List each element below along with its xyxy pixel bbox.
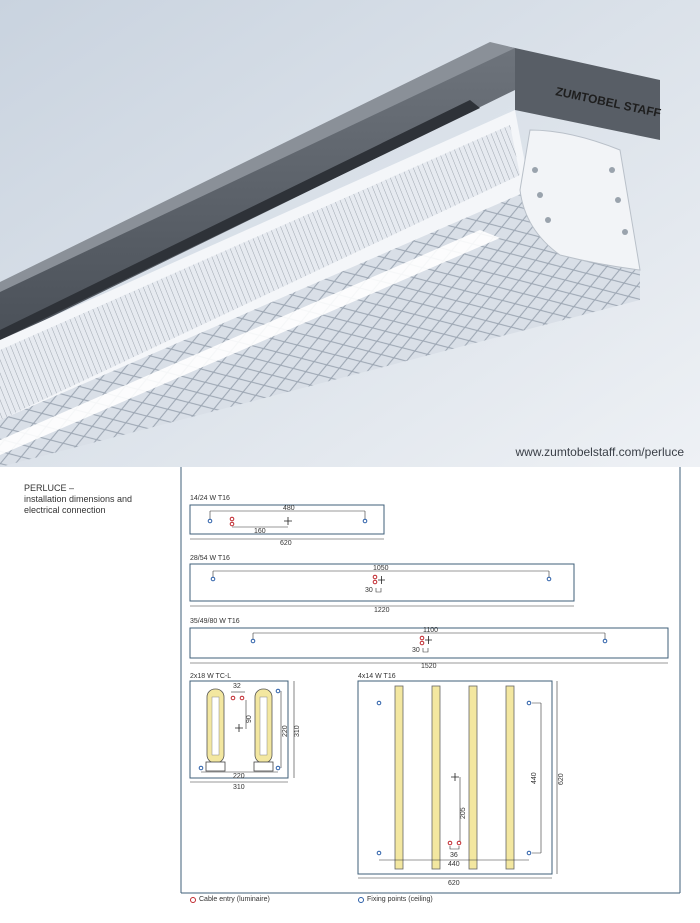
fixing-point	[210, 576, 216, 582]
product-url: www.zumtobelstaff.com/perluce	[515, 445, 684, 459]
cable-entry	[419, 640, 425, 646]
diagram-4x14w-t16: 4x14 W T16 440 620 205 36 440 6	[357, 673, 565, 887]
cable-entry	[456, 840, 462, 846]
diagram-35-49-80w: 35/49/80 W T16 1100 30 1520	[189, 618, 669, 670]
lamp-tube	[431, 685, 441, 870]
lamp-tube	[505, 685, 515, 870]
dim-inner: 1100	[423, 627, 438, 634]
cable-entry-icon	[190, 896, 196, 903]
dim-offset: 160	[254, 528, 266, 535]
dim-outer: 1220	[374, 607, 390, 614]
dim-outer-w: 310	[233, 784, 245, 791]
fixing-point	[250, 638, 256, 644]
cable-entry	[239, 695, 245, 701]
dimensions-panel: PERLUCE – installation dimensions and el…	[0, 467, 700, 923]
diagram-label: 28/54 W T16	[190, 555, 230, 562]
fixing-point	[275, 765, 281, 771]
fixing-point	[207, 518, 213, 524]
diagram-label: 35/49/80 W T16	[190, 618, 240, 625]
fixing-point	[526, 850, 532, 856]
lamp-tube	[394, 685, 404, 870]
dim-inner-h: 440	[531, 772, 538, 784]
cable-entry	[419, 635, 425, 641]
fixing-point	[376, 850, 382, 856]
dim-vert: 90	[246, 715, 253, 723]
cable-entry	[447, 840, 453, 846]
lamp-tube	[468, 685, 478, 870]
dim-outer: 620	[280, 540, 292, 547]
diagram-label: 4x14 W T16	[358, 673, 396, 680]
cable-entry	[230, 695, 236, 701]
diagram-28-54w: 28/54 W T16 1050 30 1220	[189, 555, 575, 614]
legend-fixing-label: Fixing points (ceiling)	[367, 896, 433, 903]
dim-inner-h: 220	[282, 725, 289, 737]
fixing-point	[526, 700, 532, 706]
legend-cable-entry: Cable entry (luminaire)	[190, 896, 270, 903]
dim-offset: 30	[412, 647, 420, 654]
fixing-point	[546, 576, 552, 582]
dim-outer: 1520	[421, 663, 437, 670]
fixing-point	[198, 765, 204, 771]
diagram-2x18w-tcl: 2x18 W TC-L 32 90 220 310 220	[189, 673, 301, 791]
dim-inner-w: 220	[233, 773, 245, 780]
diagram-14-24w: 14/24 W T16 480 160 620	[189, 495, 385, 547]
cable-entry	[372, 574, 378, 580]
fixing-point-icon	[358, 896, 364, 903]
dim-top: 32	[233, 683, 241, 690]
dim-offset: 30	[365, 587, 373, 594]
diagram-label: 2x18 W TC-L	[190, 673, 231, 680]
fixing-point	[275, 688, 281, 694]
dim-inner-w: 440	[448, 861, 460, 868]
diagram-label: 14/24 W T16	[190, 495, 230, 502]
cable-entry	[229, 516, 235, 522]
dim-outer-w: 620	[448, 880, 460, 887]
installation-diagrams: 14/24 W T16 480 160 620 28/54 W T16 1050	[180, 467, 681, 894]
dim-outer-h: 620	[558, 773, 565, 785]
dim-outer-h: 310	[294, 725, 301, 737]
dim-inner: 480	[283, 505, 295, 512]
dim-inner: 1050	[373, 565, 389, 572]
cable-entry	[229, 521, 235, 527]
legend-fixing-points: Fixing points (ceiling)	[358, 896, 433, 903]
dim-vert: 205	[460, 807, 467, 819]
fixing-point	[362, 518, 368, 524]
cable-entry	[372, 579, 378, 585]
section-title: PERLUCE – installation dimensions and el…	[24, 483, 133, 515]
fixing-point	[376, 700, 382, 706]
dim-small: 36	[450, 852, 458, 859]
legend-cable-label: Cable entry (luminaire)	[199, 896, 270, 903]
product-photo: ZUMTOBEL STAFF www.zumtobelstaff.com/per…	[0, 0, 700, 467]
fixing-point	[602, 638, 608, 644]
